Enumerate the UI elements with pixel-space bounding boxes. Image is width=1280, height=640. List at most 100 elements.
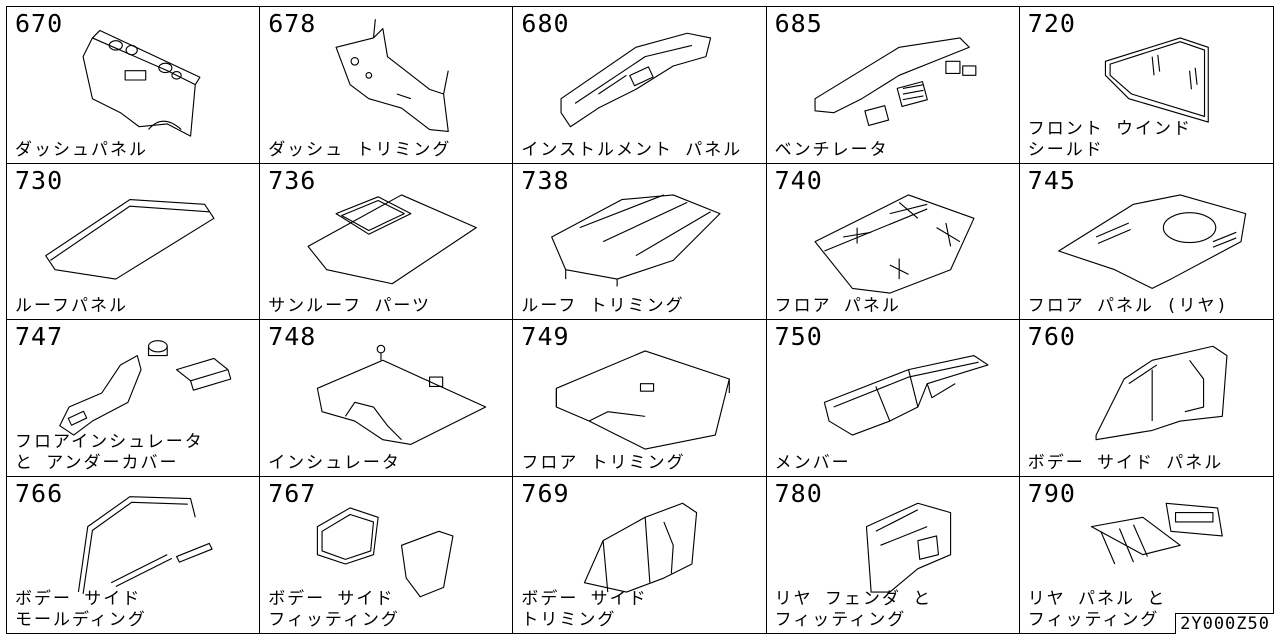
label-line: ルーフパネル	[15, 296, 128, 316]
label-line: トリミング	[521, 610, 617, 630]
label-line: シールド	[1027, 139, 1104, 160]
insulator-icon	[317, 344, 487, 445]
part-group-cell-720[interactable]: 720 フロント ウインドシールド	[1019, 7, 1273, 164]
part-group-code: 738	[521, 165, 570, 195]
label-line: ボデー サイド パネル	[1027, 452, 1224, 473]
label-line: モールディング	[15, 610, 147, 630]
part-group-cell-749[interactable]: 749 フロア トリミング	[513, 320, 767, 477]
label-line: ボデー サイド	[15, 589, 142, 609]
part-group-code: 769	[521, 478, 570, 508]
part-group-label: フロア パネル (リヤ)	[1028, 296, 1229, 317]
label-line: と アンダーカバー	[15, 452, 179, 473]
label-line: フロアインシュレータ	[15, 431, 204, 452]
part-group-cell-750[interactable]: 750 メンバー	[766, 320, 1020, 477]
label-line: ルーフ トリミング	[521, 296, 685, 316]
part-group-label: フロアインシュレータと アンダーカバー	[15, 432, 204, 474]
part-group-label: ボデー サイドトリミング	[521, 589, 647, 631]
label-line: ベンチレータ	[774, 139, 889, 160]
sunroof-icon	[307, 193, 478, 284]
part-group-cell-747[interactable]: 747 フロアインシュレータと アンダーカバー	[7, 320, 261, 477]
floor-trim-icon	[556, 350, 731, 450]
body-side-panel-icon	[1095, 345, 1228, 441]
part-group-label: サンルーフ パーツ	[268, 296, 431, 317]
label-line: リヤ パネル と	[1027, 589, 1167, 609]
part-group-code: 748	[268, 322, 317, 351]
part-group-label: ダッシュ トリミング	[268, 140, 451, 161]
part-group-code: 747	[15, 322, 64, 351]
rear-panel-icon	[1090, 502, 1223, 564]
part-group-code: 730	[15, 165, 64, 195]
part-group-label: インシュレータ	[268, 453, 401, 474]
part-group-label: ベンチレータ	[775, 140, 889, 161]
side-trim-icon	[584, 502, 698, 593]
part-group-label: ボデー サイド パネル	[1028, 453, 1223, 474]
part-group-label: フロア トリミング	[521, 453, 685, 474]
instrument-panel-icon	[560, 32, 712, 128]
label-line: ボデー サイド	[521, 589, 648, 609]
label-line: リヤ フェンダ と	[774, 589, 933, 609]
label-line: サンルーフ パーツ	[268, 296, 432, 316]
part-group-label: メンバー	[775, 453, 851, 474]
part-group-cell-740[interactable]: 740 フロア パネル	[766, 163, 1020, 320]
label-line: フロア トリミング	[521, 452, 686, 473]
label-line: ボデー サイド	[268, 589, 395, 609]
part-group-cell-680[interactable]: 680 インストルメント パネル	[513, 7, 767, 164]
label-line: ダッシュパネル	[15, 139, 148, 160]
part-group-code: 680	[521, 9, 570, 38]
roof-panel-icon	[45, 198, 215, 280]
part-group-cell-745[interactable]: 745 フロア パネル (リヤ)	[1019, 164, 1273, 320]
part-group-label: フロア パネル	[775, 296, 901, 317]
part-group-cell-678[interactable]: 678 ダッシュ トリミング	[260, 7, 514, 164]
rear-floor-icon	[1057, 193, 1247, 289]
part-group-cell-767[interactable]: 767 ボデー サイドフィッティング	[260, 476, 514, 633]
windshield-icon	[1104, 37, 1209, 123]
part-group-code: 767	[268, 478, 317, 508]
floor-insulator-icon	[59, 340, 232, 436]
mudflap-icon	[317, 506, 454, 597]
label-line: フロント ウインド	[1027, 118, 1193, 139]
part-group-code: 670	[15, 9, 64, 38]
diagram-id: 2Y000Z50	[1175, 613, 1274, 634]
member-frame-icon	[823, 355, 989, 436]
part-group-code: 720	[1027, 9, 1076, 38]
label-line: ダッシュ トリミング	[268, 139, 452, 160]
part-group-cell-760[interactable]: 760 ボデー サイド パネル	[1019, 320, 1273, 477]
part-group-code: 749	[521, 322, 570, 351]
dash-panel-icon	[82, 29, 201, 137]
part-group-label: ルーフパネル	[15, 296, 128, 317]
part-group-code: 750	[774, 322, 823, 351]
part-group-code: 736	[268, 165, 317, 195]
part-group-label: フロント ウインドシールド	[1028, 119, 1192, 161]
part-group-label: リヤ フェンダ とフィッティング	[775, 589, 932, 631]
part-group-cell-748[interactable]: 748 インシュレータ	[260, 320, 514, 477]
part-group-cell-769[interactable]: 769 ボデー サイドトリミング	[513, 476, 767, 633]
part-group-label: インストルメント パネル	[521, 140, 742, 161]
part-group-label: リヤ パネル とフィッティング	[1028, 589, 1166, 631]
part-group-label: ダッシュパネル	[15, 140, 148, 161]
part-group-code: 760	[1027, 322, 1076, 351]
part-group-code: 678	[268, 9, 317, 38]
part-group-code: 745	[1027, 165, 1076, 195]
ventilator-icon	[814, 37, 976, 126]
part-group-cell-736[interactable]: 736 サンルーフ パーツ	[260, 163, 514, 320]
part-group-code: 790	[1027, 478, 1076, 508]
part-group-cell-738[interactable]: 738 ルーフ トリミング	[513, 163, 767, 320]
part-group-cell-790[interactable]: 790 リヤ パネル とフィッティング	[1020, 477, 1273, 634]
part-group-code: 685	[774, 9, 823, 38]
side-molding-icon	[77, 495, 213, 594]
part-group-label: ルーフ トリミング	[521, 296, 684, 317]
part-group-code: 740	[774, 165, 823, 195]
roof-trim-icon	[551, 193, 721, 287]
label-line: フィッティング	[774, 610, 907, 630]
part-group-cell-730[interactable]: 730 ルーフパネル	[7, 163, 261, 320]
label-line: フィッティング	[1027, 610, 1160, 630]
part-group-label: ボデー サイドフィッティング	[268, 589, 400, 631]
part-group-cell-670[interactable]: 670 ダッシュパネル	[7, 7, 261, 164]
floor-panel-icon	[814, 193, 975, 294]
label-line: フロア パネル (リヤ)	[1027, 296, 1229, 316]
label-line: フロア パネル	[774, 296, 901, 316]
part-group-cell-685[interactable]: 685 ベンチレータ	[766, 7, 1020, 164]
